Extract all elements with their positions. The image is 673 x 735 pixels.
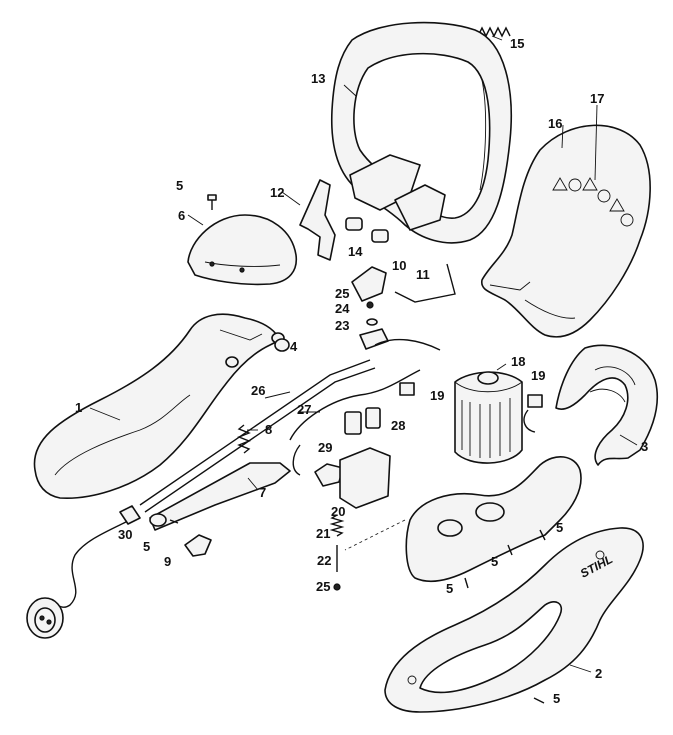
part-motor-cover-16 (481, 124, 651, 338)
callout-22: 22 (317, 553, 331, 568)
callout-5-gearbox-c: 5 (446, 581, 453, 596)
callout-29: 29 (318, 440, 332, 455)
callout-13: 13 (311, 71, 325, 86)
callout-10: 10 (392, 258, 406, 273)
part-power-cord (47, 505, 141, 608)
callout-25-top: 25 (335, 286, 349, 301)
part-spring-8 (237, 424, 251, 454)
callout-6: 6 (178, 208, 185, 223)
callout-5-gearbox-b: 5 (491, 554, 498, 569)
part-connector-29 (314, 463, 344, 487)
callout-19-right: 19 (531, 368, 545, 383)
part-capacitor-28 (344, 407, 381, 435)
callout-5-bottom: 5 (553, 691, 560, 706)
callout-26: 26 (251, 383, 265, 398)
callout-11: 11 (416, 267, 430, 282)
callout-14: 14 (348, 244, 363, 259)
part-bracket-12 (299, 179, 336, 261)
part-clip-9 (184, 534, 212, 557)
part-pin-25-bottom (333, 583, 341, 591)
callout-19-left: 19 (430, 388, 444, 403)
callout-20: 20 (331, 504, 345, 519)
part-spring-15 (477, 26, 511, 38)
part-housing-left-1 (33, 313, 285, 500)
callout-5-gearbox-a: 5 (556, 520, 563, 535)
part-brush-19-right (523, 394, 543, 433)
part-washer-24 (366, 318, 378, 326)
callout-30: 30 (118, 527, 132, 542)
callout-5-top: 5 (176, 178, 183, 193)
callout-12: 12 (270, 185, 284, 200)
part-wiring-27 (289, 338, 441, 476)
part-wiring-26 (139, 359, 376, 513)
callout-8: 8 (265, 422, 272, 437)
callout-21: 21 (316, 526, 330, 541)
part-gearbox-assembly (344, 456, 582, 582)
part-knob-23 (359, 328, 389, 350)
part-guard-3 (555, 344, 659, 466)
callout-7: 7 (259, 485, 266, 500)
callout-25-bottom: 25 (316, 579, 330, 594)
callout-24: 24 (335, 301, 350, 316)
part-clip-4 (274, 338, 290, 352)
part-cap-6 (187, 214, 298, 286)
callout-28: 28 (391, 418, 405, 433)
part-warning-labels-17 (552, 177, 634, 227)
callout-27: 27 (297, 402, 311, 417)
part-rod-11 (394, 263, 456, 303)
part-screw-5-top (207, 194, 217, 210)
callout-9: 9 (164, 554, 171, 569)
callout-4: 4 (290, 339, 298, 354)
callout-23: 23 (335, 318, 349, 333)
part-switch-housing-20 (339, 447, 391, 509)
part-spring-21 (329, 514, 345, 537)
callout-5-left: 5 (143, 539, 150, 554)
callout-16: 16 (548, 116, 562, 131)
leader-lines (89, 35, 638, 673)
part-screws-5-group (169, 519, 546, 704)
part-motor-18 (454, 371, 523, 464)
part-front-handle-13 (330, 21, 513, 244)
callout-17: 17 (590, 91, 604, 106)
part-brush-19-left (399, 382, 415, 396)
callout-1: 1 (75, 400, 82, 415)
part-plug (26, 597, 64, 639)
part-switch-14 (345, 217, 389, 243)
callout-2: 2 (595, 666, 602, 681)
part-strain-relief-30 (149, 513, 167, 527)
callout-18: 18 (511, 354, 525, 369)
callout-15: 15 (510, 36, 524, 51)
callout-3: 3 (641, 439, 648, 454)
part-housing-right-2 (384, 527, 644, 713)
part-lever-7 (149, 462, 291, 531)
part-switch-10 (351, 266, 387, 302)
part-pin-25-top (366, 301, 374, 309)
